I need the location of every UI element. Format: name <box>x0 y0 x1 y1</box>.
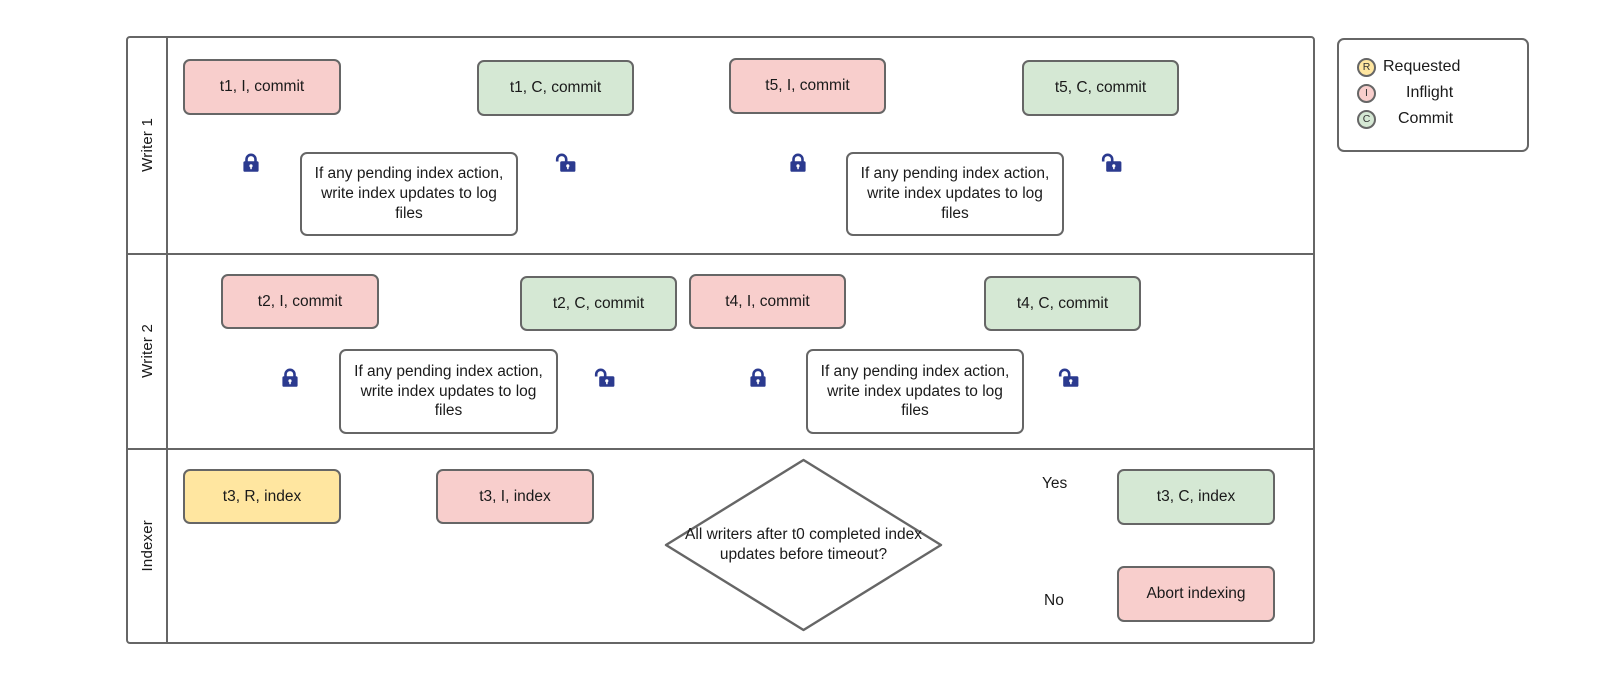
node-w1-t5-inflight[interactable]: t5, I, commit <box>729 58 886 114</box>
node-w2-t2-inflight[interactable]: t2, I, commit <box>221 274 379 329</box>
lock-closed-icon <box>240 152 262 174</box>
node-w1-t1-inflight[interactable]: t1, I, commit <box>183 59 341 115</box>
decision-diamond-text: All writers after t0 completed index upd… <box>685 525 922 563</box>
lane-label-indexer-text: Indexer <box>138 520 156 572</box>
node-w1-t1-process[interactable]: If any pending index action, write index… <box>300 152 518 236</box>
node-idx-t3-inflight[interactable]: t3, I, index <box>436 469 594 524</box>
lock-closed-icon <box>787 152 809 174</box>
legend-item-requested: R Requested <box>1357 54 1460 80</box>
lane-label-writer-2: Writer 2 <box>126 253 168 448</box>
legend-badge-inflight-icon: I <box>1357 83 1376 103</box>
lock-open-icon <box>554 152 576 174</box>
legend-item-commit: C Commit <box>1357 106 1453 132</box>
node-w2-t4-commit[interactable]: t4, C, commit <box>984 276 1141 331</box>
legend-badge-requested-icon: R <box>1357 57 1376 77</box>
edge-label-yes: Yes <box>1042 475 1068 492</box>
lane-divider-2 <box>126 448 1315 450</box>
node-w2-t2-commit[interactable]: t2, C, commit <box>520 276 677 331</box>
node-idx-t3-commit[interactable]: t3, C, index <box>1117 469 1275 525</box>
legend-label-inflight: Inflight <box>1406 84 1454 101</box>
legend-badge-commit-icon: C <box>1357 109 1376 129</box>
legend-label-commit: Commit <box>1398 110 1454 127</box>
lane-label-writer-1-text: Writer 1 <box>138 117 156 172</box>
lock-open-icon <box>1057 367 1079 389</box>
lock-open-icon <box>1100 152 1122 174</box>
node-idx-t3-requested[interactable]: t3, R, index <box>183 469 341 524</box>
node-w1-t5-process[interactable]: If any pending index action, write index… <box>846 152 1064 236</box>
legend-label-requested: Requested <box>1383 58 1461 75</box>
lane-label-writer-1: Writer 1 <box>126 36 168 253</box>
node-idx-abort[interactable]: Abort indexing <box>1117 566 1275 622</box>
edge-label-no: No <box>1044 592 1064 609</box>
node-w1-t5-commit[interactable]: t5, C, commit <box>1022 60 1179 116</box>
lane-label-writer-2-text: Writer 2 <box>138 323 156 378</box>
legend-item-inflight: I Inflight <box>1357 80 1453 106</box>
node-w2-t4-inflight[interactable]: t4, I, commit <box>689 274 846 329</box>
node-w1-t1-commit[interactable]: t1, C, commit <box>477 60 634 116</box>
lane-divider-1 <box>126 253 1315 255</box>
lock-closed-icon <box>279 367 301 389</box>
decision-diamond[interactable]: All writers after t0 completed index upd… <box>663 457 944 633</box>
lane-label-column <box>126 36 168 644</box>
legend-panel: R Requested I Inflight C Commit <box>1337 38 1529 152</box>
lock-open-icon <box>593 367 615 389</box>
node-w2-t4-process[interactable]: If any pending index action, write index… <box>806 349 1024 434</box>
node-w2-t2-process[interactable]: If any pending index action, write index… <box>339 349 558 434</box>
lane-label-indexer: Indexer <box>126 448 168 644</box>
lock-closed-icon <box>747 367 769 389</box>
